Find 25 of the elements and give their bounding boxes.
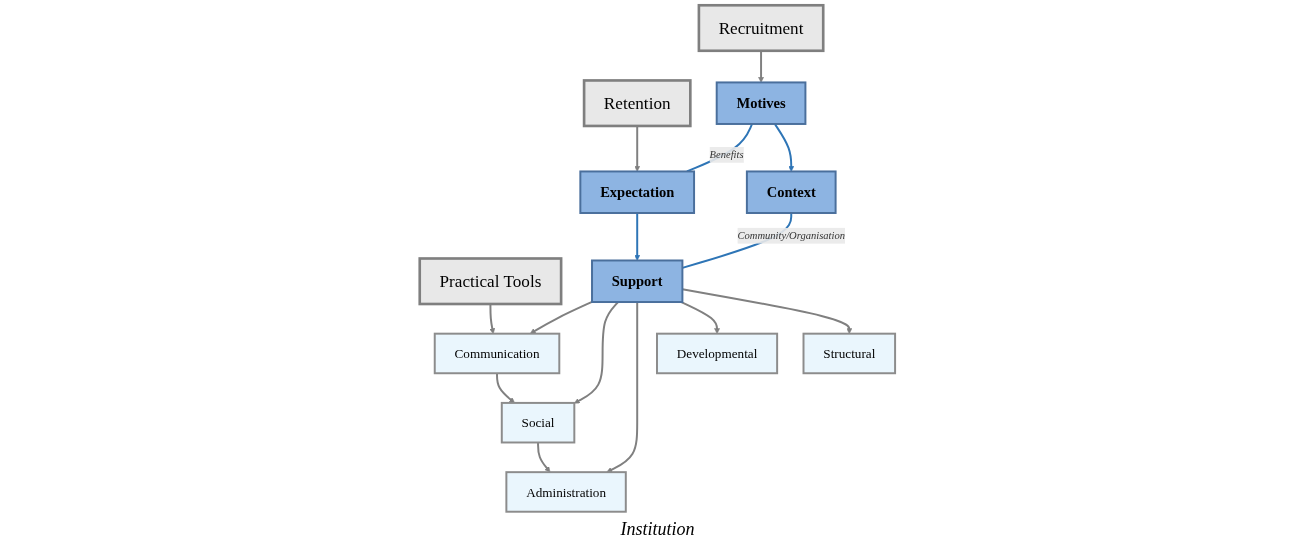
node-box: Support (591, 259, 684, 303)
arrow (680, 301, 721, 334)
arrow (529, 300, 594, 334)
node-box: Recruitment (697, 3, 825, 53)
arrow (634, 212, 641, 261)
node-box: Structural (802, 332, 897, 375)
node-box: Context (745, 170, 837, 214)
arrow (606, 301, 639, 473)
note-text: Institution (620, 519, 695, 539)
node-box: Social (500, 401, 576, 444)
arrow (537, 441, 551, 473)
edge-label: Community/Organisation (737, 229, 846, 242)
node-box: Developmental (656, 332, 779, 375)
node-box: Expectation (579, 170, 696, 214)
arrow (681, 288, 853, 334)
node-box: Practical Tools (418, 257, 563, 306)
connector (686, 123, 754, 173)
node-box: Retention (582, 79, 692, 128)
arrow (773, 123, 795, 172)
arrow (574, 301, 620, 404)
node-box: Communication (433, 332, 561, 375)
edge-label: Benefits (709, 148, 744, 161)
node-box: Administration (505, 471, 627, 513)
arrow (496, 372, 515, 404)
node-box: Motives (715, 81, 807, 125)
